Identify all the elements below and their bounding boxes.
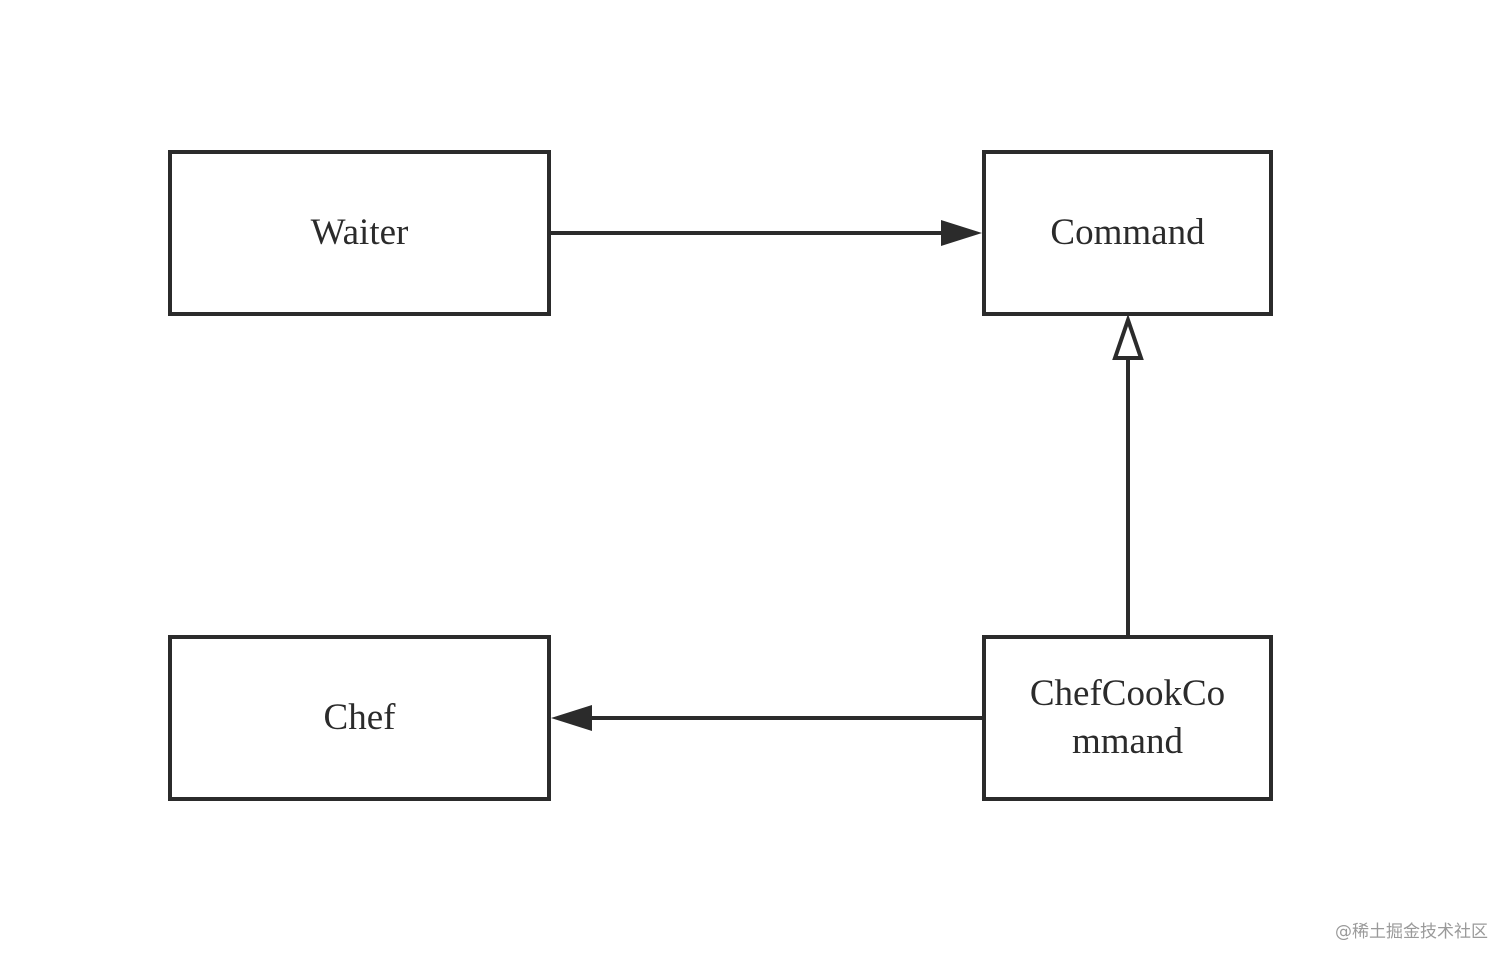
- edge-chefcookcommand-to-command: [1112, 313, 1144, 635]
- command-label: Command: [1050, 212, 1205, 253]
- command-node[interactable]: Command: [982, 150, 1273, 316]
- hollow-triangle-arrowhead-icon: [1112, 313, 1144, 360]
- filled-arrowhead-icon: [941, 220, 982, 246]
- watermark-text: @稀土掘金技术社区: [1335, 922, 1488, 942]
- chef-cook-command-label-line2: mmand: [1072, 721, 1183, 762]
- edge-waiter-to-command: [551, 220, 982, 246]
- chef-cook-command-label-line1: ChefCookCo: [1029, 673, 1226, 714]
- waiter-node[interactable]: Waiter: [168, 150, 551, 316]
- chef-label: Chef: [323, 697, 396, 738]
- waiter-label: Waiter: [310, 212, 409, 253]
- chef-cook-command-node[interactable]: ChefCookCo mmand: [982, 635, 1273, 801]
- filled-arrowhead-icon: [551, 705, 592, 731]
- chef-node[interactable]: Chef: [168, 635, 551, 801]
- chef-cook-command-label: ChefCookCo mmand: [1030, 670, 1225, 766]
- edge-chefcookcommand-to-chef: [551, 705, 982, 731]
